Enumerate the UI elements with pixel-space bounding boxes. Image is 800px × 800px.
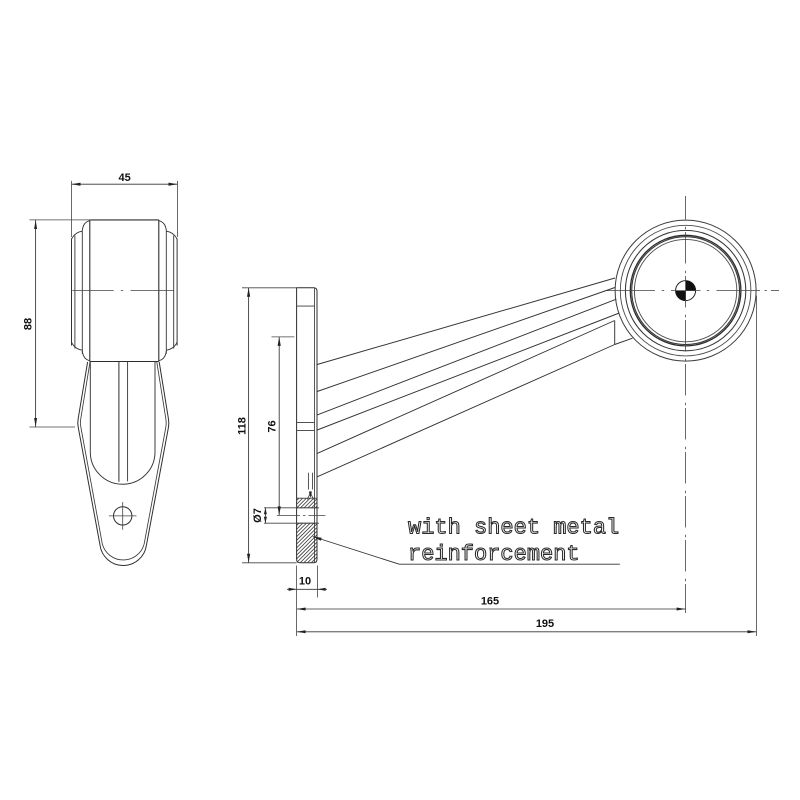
svg-text:76: 76 [267, 420, 279, 432]
svg-text:Ø7: Ø7 [252, 508, 264, 523]
svg-text:45: 45 [118, 172, 130, 184]
svg-text:165: 165 [481, 596, 499, 608]
svg-text:88: 88 [23, 318, 35, 330]
svg-text:with sheet metal: with sheet metal [408, 516, 619, 541]
svg-text:118: 118 [236, 417, 248, 435]
svg-text:10: 10 [299, 575, 311, 587]
svg-text:reinforcement: reinforcement [408, 542, 580, 567]
svg-text:195: 195 [536, 618, 554, 630]
